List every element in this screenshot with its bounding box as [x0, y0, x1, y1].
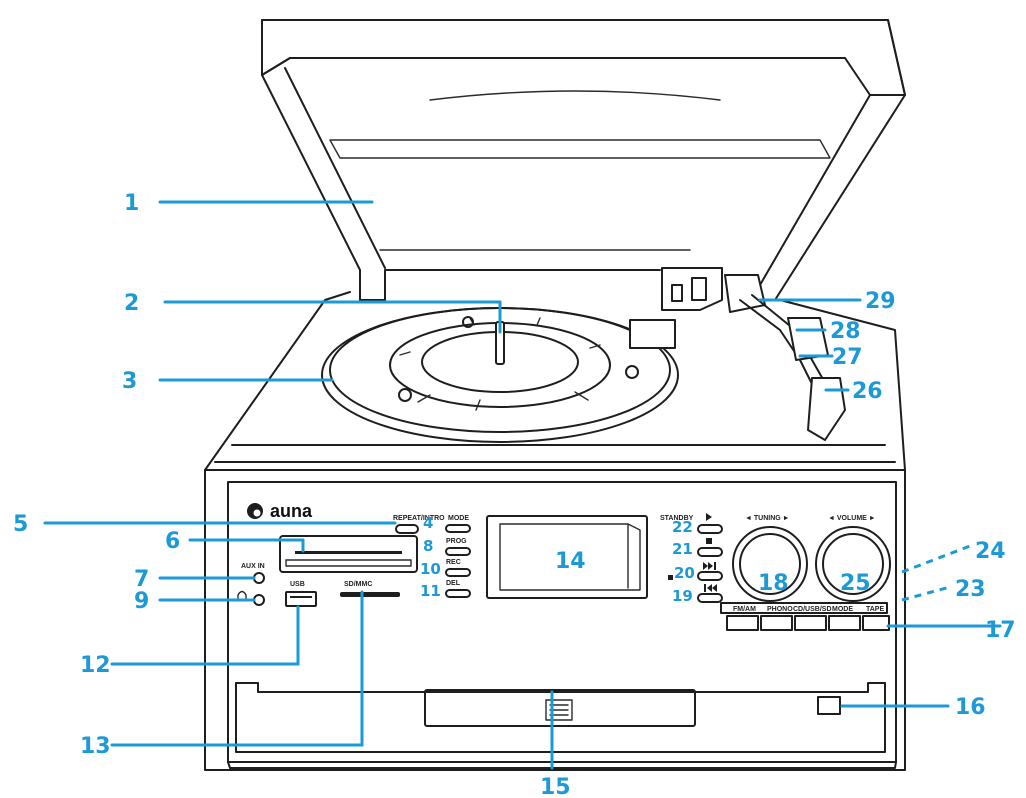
sd-mmc-label: SD/MMC: [344, 581, 372, 588]
callout-13: 13: [80, 734, 111, 759]
brand-text: auna: [270, 501, 313, 521]
callout-24: 24: [975, 539, 1006, 564]
source-button-mode[interactable]: [828, 615, 861, 631]
callout-22: 22: [672, 518, 693, 536]
callout-10: 10: [420, 560, 441, 578]
volume-label: ◄ VOLUME ►: [828, 515, 876, 522]
rec-label: REC: [446, 559, 461, 566]
cd-eject-button[interactable]: [817, 696, 841, 715]
callout-1: 1: [124, 191, 139, 216]
standby-label: STANDBY: [660, 515, 694, 522]
volume-knob-group: ◄ VOLUME ►: [815, 515, 891, 602]
play-pause-button[interactable]: [697, 524, 723, 534]
prog-button[interactable]: [445, 547, 471, 556]
source-label-mode: MODE: [832, 606, 853, 613]
tuning-label: ◄ TUNING ►: [745, 515, 790, 522]
callout-6: 6: [165, 529, 180, 554]
front-panel: [204, 469, 906, 771]
callout-2: 2: [124, 291, 139, 316]
rec-button[interactable]: [445, 568, 471, 577]
skip-back-button[interactable]: [697, 593, 723, 603]
callout-23: 23: [955, 577, 986, 602]
source-button-cdusbsd[interactable]: [794, 615, 827, 631]
dust-cover-lid: [261, 19, 906, 301]
media-ports: USB SD/MMC: [285, 581, 400, 607]
callout-lines: [43, 200, 1002, 770]
callout-17: 17: [985, 618, 1016, 643]
source-label-cdusbsd: CD/USB/SD: [793, 606, 832, 613]
callout-7: 7: [134, 567, 149, 592]
tuning-knob[interactable]: [732, 526, 808, 602]
callout-14: 14: [555, 549, 586, 574]
usb-port[interactable]: [285, 591, 317, 607]
aux-in-label: AUX IN: [241, 563, 265, 570]
source-label-tape: TAPE: [866, 606, 884, 613]
callout-21: 21: [672, 540, 693, 558]
source-button-fmam[interactable]: [726, 615, 759, 631]
callout-26: 26: [852, 379, 883, 404]
source-button-row: [726, 615, 890, 631]
play-icon: [706, 513, 712, 521]
tonearm-assembly: [629, 267, 846, 441]
transport-controls: STANDBY: [660, 513, 723, 603]
headphone-icon: [237, 590, 247, 599]
repeat-intro-button[interactable]: [395, 524, 419, 534]
del-button[interactable]: [445, 589, 471, 598]
control-buttons: REPEAT/INTRO MODE PROG REC DEL: [393, 515, 471, 598]
callout-8: 8: [423, 537, 433, 555]
callout-11: 11: [420, 582, 441, 600]
callout-12: 12: [80, 653, 111, 678]
source-buttons: FM/AM PHONO CD/USB/SD MODE TAPE: [720, 602, 890, 631]
cd-drawer: [235, 682, 886, 753]
callout-numbers: 1 2 3 4 5 6 7 8 9 10 11 12 13 14 15 16 1…: [13, 191, 1016, 798]
source-button-phono[interactable]: [760, 615, 793, 631]
callout-9: 9: [134, 589, 149, 614]
source-button-tape[interactable]: [862, 615, 890, 631]
source-label-fmam: FM/AM: [733, 606, 756, 613]
stop-icon: [706, 538, 712, 544]
record-icon: [668, 575, 673, 580]
cassette-slot[interactable]: [279, 535, 418, 573]
source-label-phono: PHONO: [767, 606, 793, 613]
usb-label: USB: [290, 581, 305, 588]
cabinet-top: [204, 291, 906, 471]
skip-forward-icon: [703, 562, 716, 570]
callout-29: 29: [865, 289, 896, 314]
callout-3: 3: [122, 369, 137, 394]
callout-18: 18: [758, 571, 789, 596]
callout-16: 16: [955, 695, 986, 720]
volume-knob[interactable]: [815, 526, 891, 602]
callout-25: 25: [840, 571, 871, 596]
del-label: DEL: [446, 580, 461, 587]
callout-27: 27: [832, 345, 863, 370]
stop-button[interactable]: [697, 547, 723, 557]
skip-forward-button[interactable]: [697, 571, 723, 581]
auna-logo: auna: [247, 501, 313, 521]
callout-4: 4: [423, 514, 433, 532]
repeat-intro-label: REPEAT/INTRO: [393, 515, 445, 522]
mode-label: MODE: [448, 515, 469, 522]
callout-15: 15: [540, 775, 571, 798]
callout-5: 5: [13, 512, 28, 537]
tuning-knob-group: ◄ TUNING ►: [732, 515, 808, 602]
callout-28: 28: [830, 319, 861, 344]
prog-label: PROG: [446, 538, 467, 545]
skip-back-icon: [704, 584, 717, 592]
mode-button[interactable]: [445, 524, 471, 533]
callout-20: 20: [674, 564, 695, 582]
compact-disc-logo: [545, 699, 573, 721]
lcd-display: [486, 515, 648, 599]
callout-19: 19: [672, 587, 693, 605]
sd-mmc-slot[interactable]: [340, 592, 400, 597]
